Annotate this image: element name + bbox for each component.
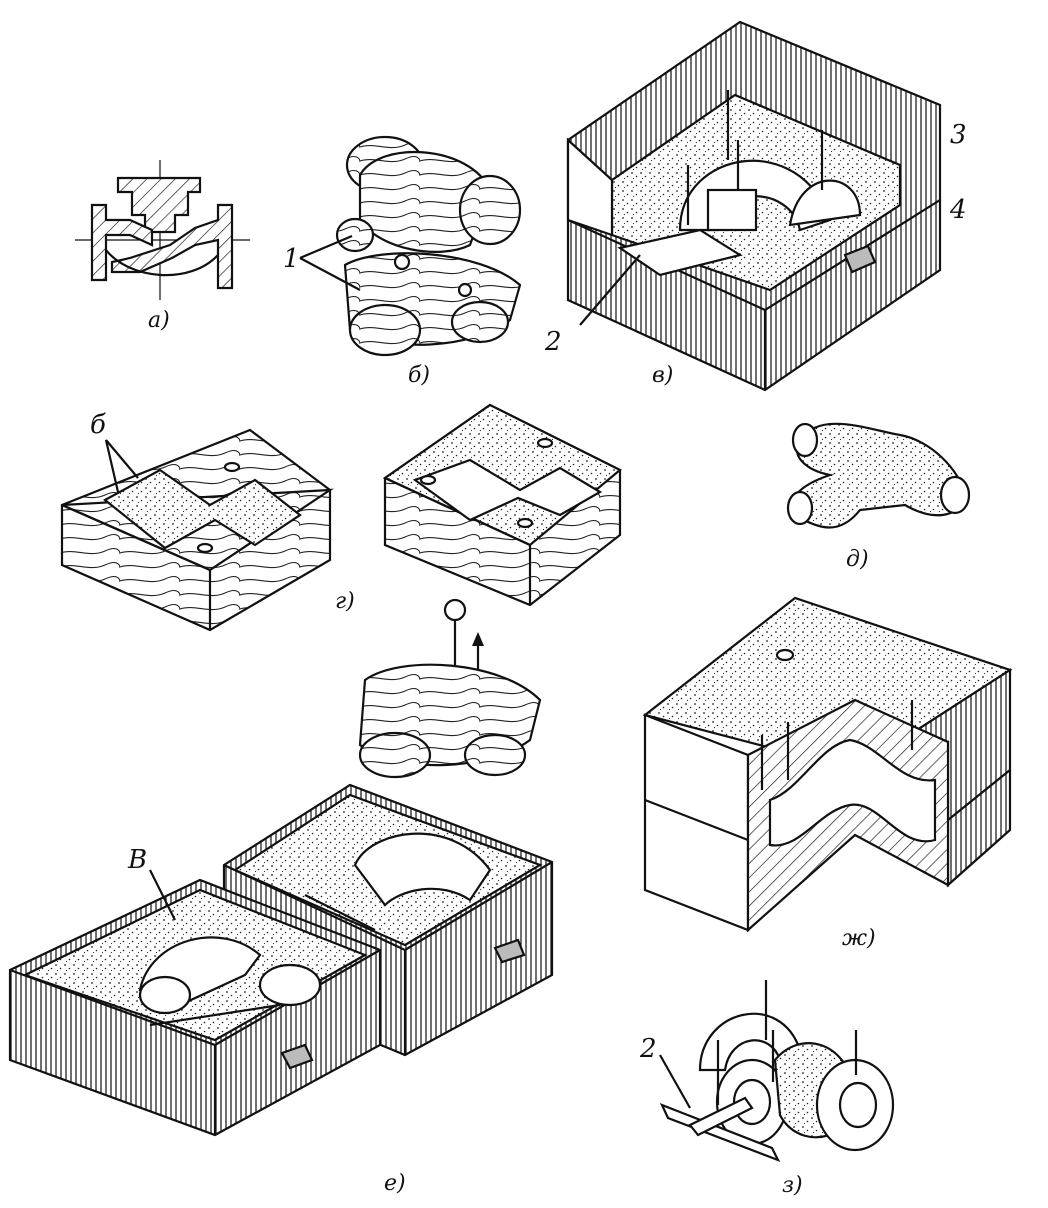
callout-6: б — [90, 410, 106, 440]
callout-4: 4 — [949, 195, 967, 225]
callout-2-core-rack: 2 — [544, 327, 562, 357]
callout-1: 1 — [283, 244, 300, 274]
panel-g-core-boxes — [60, 403, 622, 632]
caption-v: в) — [652, 363, 673, 388]
panel-d-core — [786, 422, 971, 529]
caption-zh: ж) — [842, 926, 876, 951]
callout-2-bottom: 2 — [639, 1034, 657, 1064]
panel-e-mold-halves — [8, 783, 554, 1137]
panel-pattern-lift — [358, 598, 542, 779]
panel-b-wooden-pattern — [299, 135, 522, 357]
caption-e: е) — [384, 1171, 406, 1196]
panel-z-core-assembly — [659, 980, 895, 1163]
panel-a-valve-section — [75, 160, 250, 300]
panel-zh-assembled-mold — [642, 596, 1013, 933]
caption-a: а) — [148, 308, 170, 333]
caption-b: б) — [408, 363, 430, 388]
callout-3: 3 — [950, 120, 967, 150]
caption-g: г) — [335, 589, 355, 614]
caption-z: з) — [782, 1173, 803, 1198]
callout-V: В — [127, 845, 147, 875]
caption-d: д) — [846, 547, 869, 572]
panel-v-open-flask — [566, 20, 942, 392]
